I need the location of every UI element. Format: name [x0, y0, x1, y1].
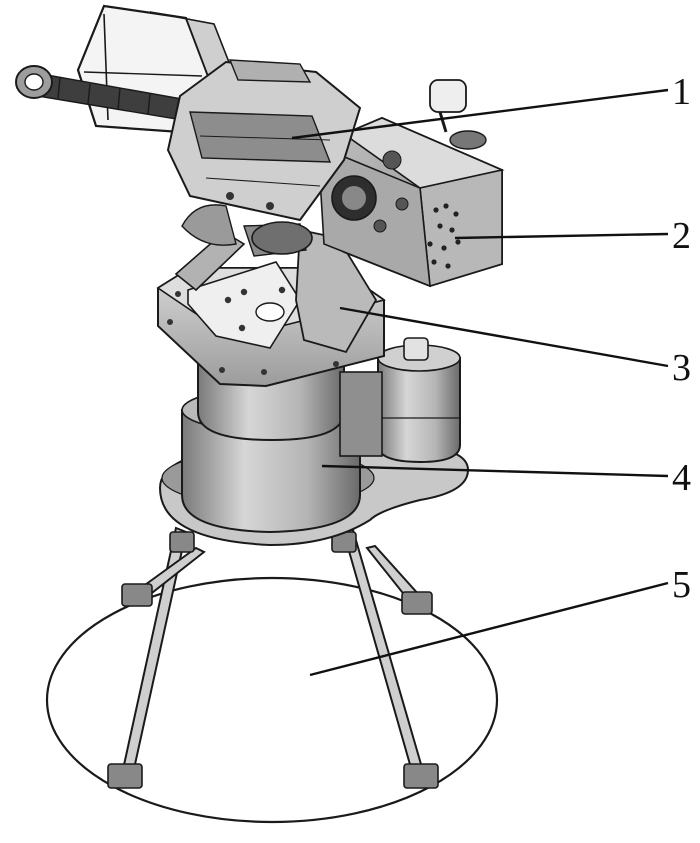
- leader-3: [339, 306, 669, 368]
- leg-feet: [107, 531, 439, 789]
- callout-labels: 1 2 3 4 5: [672, 71, 691, 606]
- barrel-rings: [57, 77, 151, 115]
- leader-5: [309, 581, 669, 677]
- callout-1: 1: [672, 71, 691, 113]
- callout-2: 2: [672, 215, 691, 257]
- callout-4: 4: [672, 457, 691, 499]
- leader-2: [454, 232, 669, 240]
- elevation-bracket: [156, 204, 386, 388]
- leader-4: [321, 464, 669, 478]
- callout-5: 5: [672, 564, 691, 606]
- callout-3: 3: [672, 347, 691, 389]
- weapon: [15, 4, 362, 222]
- control-box: [317, 79, 505, 288]
- connector-holes: [427, 203, 461, 269]
- callout-leaders: [291, 88, 669, 677]
- leader-1: [291, 88, 669, 140]
- tripod-base: [45, 526, 499, 824]
